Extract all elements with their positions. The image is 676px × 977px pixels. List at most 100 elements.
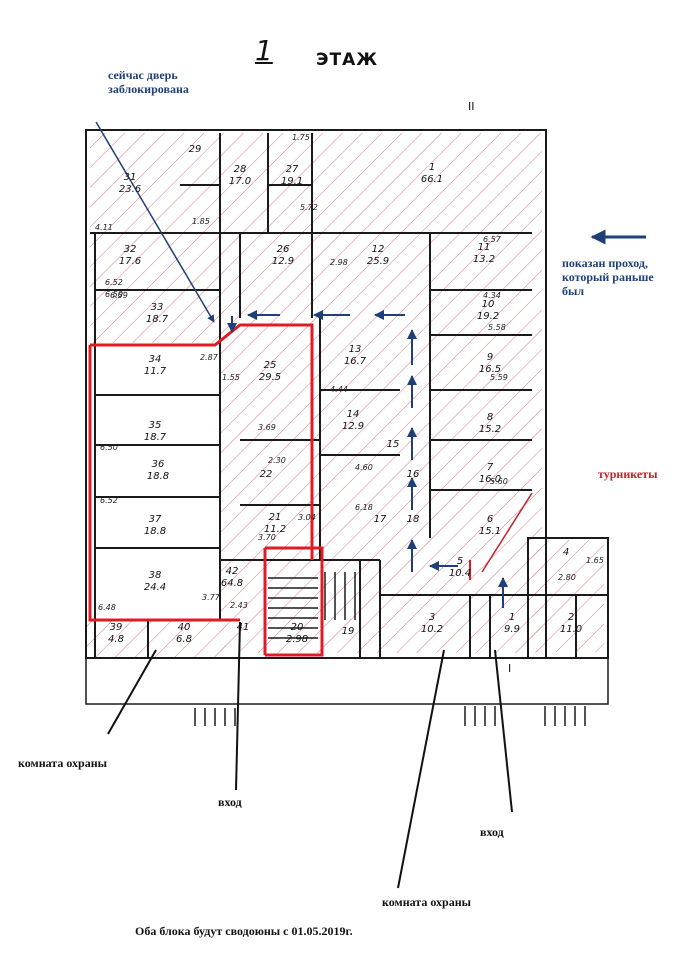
dimension-label: 5.59 xyxy=(490,373,508,382)
dimension-label: 2.30 xyxy=(268,456,286,465)
room-area: 29.5 xyxy=(259,372,281,383)
entrance-mark: I xyxy=(508,662,511,675)
room-number: 16 xyxy=(407,469,420,480)
room-number: 40 xyxy=(178,622,191,633)
dimension-label: 3.77 xyxy=(202,593,221,602)
room-number: 22 xyxy=(260,469,273,480)
room-area: 10.4 xyxy=(449,568,471,579)
dimension-label: 5.72 xyxy=(300,203,318,212)
dimension-label: 4.60 xyxy=(355,463,373,472)
dimension-label: 5.58 xyxy=(488,323,506,332)
room-number: 8 xyxy=(487,412,493,423)
room-area: 15.2 xyxy=(479,424,501,435)
dimension-label: 6.59 xyxy=(110,291,128,300)
annotation-turnstiles: турникеты xyxy=(598,467,658,481)
floor-number: 1 xyxy=(255,34,273,67)
room-area: 16.0 xyxy=(479,474,501,485)
room-number: 37 xyxy=(149,514,162,525)
dimension-label: 1.75 xyxy=(292,133,310,142)
room-number: 17 xyxy=(374,514,387,525)
dimension-label: 1.55 xyxy=(222,373,240,382)
dimension-label: 3.04 xyxy=(298,513,316,522)
room-number: 1 xyxy=(509,612,515,623)
dimension-label: 4.34 xyxy=(483,291,501,300)
dimension-label: 3.70 xyxy=(258,533,276,542)
room-area: 11.7 xyxy=(144,366,167,377)
room-area: 17.0 xyxy=(229,176,251,187)
room-number: 9 xyxy=(487,352,493,363)
room-area: 66.1 xyxy=(421,174,443,185)
room-number: 35 xyxy=(149,420,162,431)
room-number: 38 xyxy=(149,570,162,581)
room-number: 19 xyxy=(342,626,355,637)
room-area: 17.6 xyxy=(119,256,141,267)
room-area: 19.2 xyxy=(477,311,499,322)
passage-arrows xyxy=(227,229,646,608)
dimension-label: 2.98 xyxy=(330,258,348,267)
dimension-label: 4.44 xyxy=(330,385,348,394)
dimension-label: 6.50 xyxy=(105,290,123,299)
annotation-entrance-left: вход xyxy=(218,795,242,809)
floor-title: ЭТАЖ xyxy=(316,50,379,70)
room-number: 42 xyxy=(226,566,239,577)
room-area: 12.9 xyxy=(272,256,294,267)
room-number: 15 xyxy=(387,439,400,450)
room-number: 21 xyxy=(269,512,282,523)
room-area: 13.2 xyxy=(473,254,495,265)
room-area: 23.6 xyxy=(119,184,141,195)
room-number: 29 xyxy=(189,144,202,155)
room-area: 16.5 xyxy=(479,364,501,375)
annotation-security-room-bottom: комната охраны xyxy=(382,895,472,909)
dimension-label: 6.52 xyxy=(100,496,118,505)
room-area: 18.7 xyxy=(146,314,169,325)
room-number: 34 xyxy=(149,354,162,365)
room-number: 13 xyxy=(349,344,362,355)
room-area: 11.2 xyxy=(264,524,286,535)
dimension-label: 6.48 xyxy=(98,603,116,612)
room-area: 2.98 xyxy=(286,634,308,645)
room-number: 14 xyxy=(347,409,360,420)
room-area: 19.1 xyxy=(281,176,303,187)
room-area: 18.8 xyxy=(144,526,166,537)
room-area: 6.8 xyxy=(176,634,192,645)
dimension-label: 6.18 xyxy=(355,503,373,512)
room-number: 12 xyxy=(372,244,385,255)
dimension-label: 2.80 xyxy=(558,573,576,582)
room-number: 20 xyxy=(291,622,304,633)
room-area: 18.7 xyxy=(144,432,167,443)
room-number: 28 xyxy=(234,164,247,175)
room-area: 24.4 xyxy=(144,582,166,593)
room-number: 27 xyxy=(286,164,299,175)
room-number: 7 xyxy=(487,462,494,473)
room-number: 32 xyxy=(124,244,137,255)
room-number: 10 xyxy=(482,299,495,310)
dimension-label: 6.52 xyxy=(105,278,123,287)
highlighted-block xyxy=(88,323,324,657)
room-number: 31 xyxy=(124,172,137,183)
room-area: 11.0 xyxy=(560,624,582,635)
callout-lines xyxy=(95,121,533,889)
footer-note: Оба блока будут сводоюны с 01.05.2019г. xyxy=(135,924,353,938)
room-number: 26 xyxy=(277,244,290,255)
room-number: 2 xyxy=(568,612,574,623)
room-number: 5 xyxy=(457,556,463,567)
room-number: 36 xyxy=(152,459,165,470)
room-number: 11 xyxy=(478,242,491,253)
room-number: 3 xyxy=(429,612,435,623)
dimension-labels: 1.851.755.724.112.986.576.526.501.552.87… xyxy=(95,133,604,612)
dimension-label: 3.69 xyxy=(258,423,276,432)
room-area: 9.9 xyxy=(504,624,520,635)
dimension-label: 1.65 xyxy=(586,556,604,565)
staircase xyxy=(194,572,586,726)
room-area: 18.8 xyxy=(147,471,169,482)
dimension-label: 6.50 xyxy=(100,443,118,452)
annotation-security-room-left: комната охраны xyxy=(18,756,108,770)
room-number: 1 xyxy=(429,162,435,173)
room-number: 4 xyxy=(563,547,569,558)
room-area: 10.2 xyxy=(421,624,443,635)
room-number: 25 xyxy=(264,360,277,371)
dimension-label: 6.57 xyxy=(483,235,502,244)
room-area: 4.8 xyxy=(108,634,124,645)
room-number: 33 xyxy=(151,302,164,313)
